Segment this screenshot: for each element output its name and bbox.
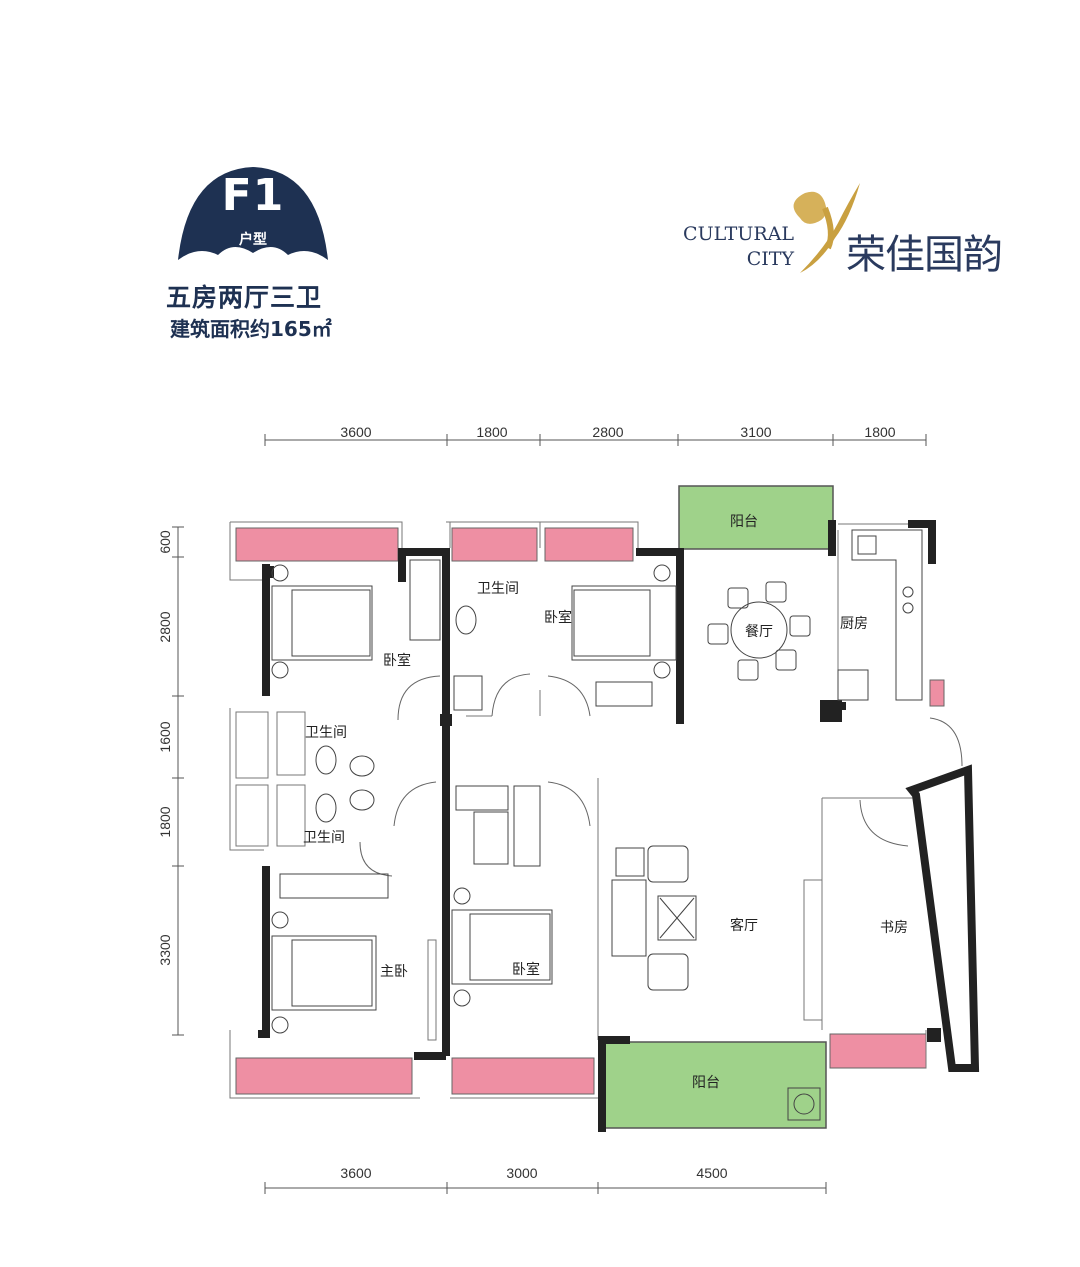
dim-top-4: 3100 [740, 424, 771, 440]
kitchen-counter [837, 529, 923, 701]
column-bath [440, 714, 452, 726]
room-bedroom-a: 卧室 [383, 652, 411, 669]
dim-top-1: 3600 [340, 424, 371, 440]
left-dimension-line [172, 526, 184, 1036]
bed-bedroom-b [571, 564, 677, 707]
room-living: 客厅 [730, 917, 758, 934]
layout-area: 建筑面积约165㎡ [170, 317, 332, 341]
dim-left-3: 1600 [157, 721, 173, 752]
room-bedroom-b: 卧室 [544, 609, 572, 626]
dim-left-2: 2800 [157, 611, 173, 642]
logo-mark-icon [793, 183, 860, 273]
layout-title: 五房两厅三卫 [166, 283, 323, 312]
unit-code: F1 [221, 170, 285, 221]
washing-machine-icon [787, 1087, 821, 1121]
column-kitchen [820, 700, 842, 722]
bottom-dimension-line [264, 1182, 827, 1194]
bed-bedroom-c [451, 887, 553, 1007]
dim-top-2: 1800 [476, 424, 507, 440]
dim-bottom-1: 3600 [340, 1165, 371, 1181]
slanted-east-wall [905, 764, 980, 1072]
logo-en-line2: CITY [746, 248, 794, 270]
column-east [927, 1028, 941, 1042]
bed-bedroom-a [271, 564, 373, 679]
room-balcony-bottom: 阳台 [692, 1075, 720, 1091]
room-bath-low: 卫生间 [303, 830, 345, 846]
dim-top-5: 1800 [864, 424, 895, 440]
living-furniture [611, 845, 697, 991]
room-study: 书房 [880, 920, 908, 936]
wardrobes [409, 559, 541, 867]
dim-left-1: 600 [157, 530, 173, 554]
logo-chinese: 荣佳国韵 [846, 232, 1003, 278]
room-kitchen: 厨房 [840, 616, 868, 632]
bed-master [271, 873, 389, 1034]
room-dining: 餐厅 [745, 624, 773, 640]
dim-bottom-2: 3000 [506, 1165, 537, 1181]
dim-left-4: 1800 [157, 806, 173, 837]
unit-badge [178, 167, 328, 260]
unit-code-sub: 户型 [239, 232, 267, 248]
door-swings [359, 673, 963, 877]
dining-table [707, 581, 811, 681]
room-master: 主卧 [380, 964, 408, 980]
logo-english: CULTURAL CITY [672, 222, 794, 272]
column-nw [262, 566, 274, 578]
room-bath-mid: 卫生间 [305, 725, 347, 741]
bathroom-fixtures [315, 605, 483, 823]
walls [258, 520, 936, 1132]
dim-left-5: 3300 [157, 934, 173, 965]
room-bath-top: 卫生间 [477, 581, 519, 597]
logo-en-line1: CULTURAL [683, 223, 794, 245]
balcony-top [678, 485, 834, 550]
window-bays [235, 527, 945, 1095]
top-dimension-line [264, 434, 927, 446]
dim-bottom-3: 4500 [696, 1165, 727, 1181]
room-balcony-top: 阳台 [730, 514, 758, 530]
dim-top-3: 2800 [592, 424, 623, 440]
exterior-outline [229, 521, 927, 1099]
room-bedroom-c: 卧室 [512, 961, 540, 978]
